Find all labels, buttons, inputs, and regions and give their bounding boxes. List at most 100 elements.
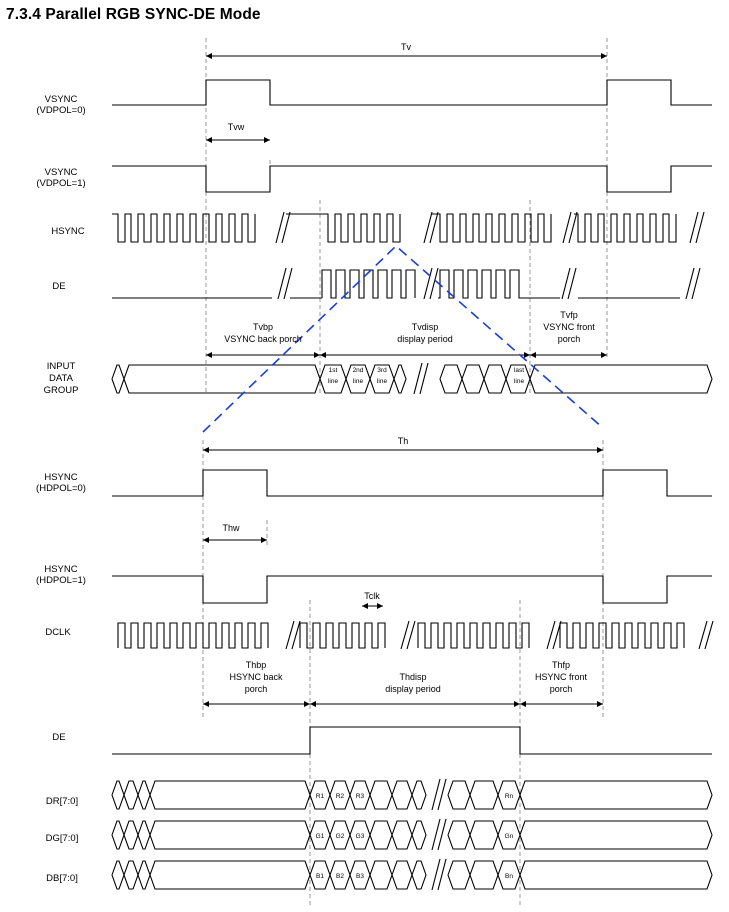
waveform-input-data-group: [123, 364, 321, 394]
timing-label-thfp: porch: [550, 684, 573, 694]
break-dclk-3: [546, 620, 556, 650]
arrow-thfp-head-left: [520, 701, 526, 707]
bus-dr: [137, 780, 151, 810]
break-dclk-4: [698, 620, 708, 650]
signal-label-dg: DG[7:0]: [46, 833, 79, 844]
timing-label-tvbp: Tvbp: [253, 322, 273, 332]
signal-label-db: DB[7:0]: [46, 873, 78, 884]
arrow-tvw-head-right: [264, 137, 270, 143]
waveform-hsync-hdpol1: [112, 575, 712, 604]
timing-label-thdisp: Thdisp: [399, 672, 426, 682]
bus-dr: [123, 780, 139, 810]
waveforms: [111, 79, 714, 891]
bus-db: [519, 860, 713, 890]
signal-label-hsync: HSYNC: [51, 226, 84, 237]
arrow-tclk-head-right: [377, 603, 383, 609]
bus-dr: [447, 780, 471, 810]
arrow-tvbp-head-left: [206, 352, 212, 358]
bus-dr-break: [431, 778, 441, 811]
waveform-input-data-group: [439, 364, 463, 394]
break-dclk-2: [400, 620, 410, 650]
bus-dg-break: [431, 818, 441, 851]
timing-label-tvw: Tvw: [228, 122, 245, 132]
signal-label-input-data-group: DATA: [49, 373, 74, 384]
break-dclk-1: [291, 620, 301, 650]
waveform-input-data-group: [393, 364, 407, 394]
bus-dr-break: [437, 778, 447, 811]
timing-label-thdisp: display period: [385, 684, 441, 694]
signal-label-input-data-group: GROUP: [44, 385, 79, 396]
bus-dr: [411, 780, 427, 810]
arrow-th-head-right: [597, 447, 603, 453]
bus-dr: [111, 780, 125, 810]
timing-label-tvfp: VSYNC front: [543, 322, 595, 332]
waveform-vsync-vdpol0: [112, 79, 712, 106]
bus-dr: [469, 780, 499, 810]
signal-label-hsync-hdpol0: HSYNC: [44, 472, 77, 483]
break-de-v-1: [283, 267, 293, 300]
bus-dg-label-n: Gn: [505, 833, 514, 840]
timing-label-tvdisp: display period: [397, 334, 453, 344]
bus-db-label-3: B3: [356, 873, 364, 880]
timing-arrows: [202, 53, 607, 707]
waveform-input-data-group: [529, 364, 713, 394]
arrow-tv-head-left: [206, 53, 212, 59]
break-de-v-2: [429, 267, 439, 300]
waveform-input-data-group: [111, 364, 125, 394]
break-de-v-3: [561, 267, 571, 300]
break-de-v-1: [277, 267, 287, 300]
break-dclk-4: [704, 620, 714, 650]
bus-dg: [519, 820, 713, 850]
timing-label-thw: Thw: [222, 523, 240, 533]
timing-label-tvbp: VSYNC back porch: [224, 334, 302, 344]
signal-label-input-data-group: INPUT: [47, 361, 76, 372]
bus-dg: [447, 820, 471, 850]
zoom-indicator-lines: [202, 244, 604, 433]
bus-dg: [469, 820, 499, 850]
break-de-v-2: [423, 267, 433, 300]
arrow-thfp-head-right: [597, 701, 603, 707]
line-label-2nd: 2nd: [353, 367, 364, 374]
line-label-3rd: line: [377, 378, 388, 385]
bus-dr: [519, 780, 713, 810]
line-label-last: line: [514, 378, 525, 385]
arrow-thbp-head-left: [203, 701, 209, 707]
bus-dg-label-2: G2: [336, 833, 345, 840]
bus-dg: [123, 820, 139, 850]
arrow-tvdisp-head-right: [524, 352, 530, 358]
bus-db: [137, 860, 151, 890]
signal-label-vsync-vdpol1: VSYNC: [45, 167, 78, 178]
signal-label-de-h: DE: [52, 732, 65, 743]
timing-label-thbp: Thbp: [246, 660, 267, 670]
waveform-de-h: [112, 726, 712, 755]
arrow-tvw-head-left: [206, 137, 212, 143]
arrow-thdisp-head-left: [310, 701, 316, 707]
break-de-v-4: [691, 267, 701, 300]
break-de-v-4: [685, 267, 695, 300]
arrow-tv-head-right: [601, 53, 607, 59]
signal-label-hsync-hdpol1: HSYNC: [44, 564, 77, 575]
break-dclk-3: [552, 620, 562, 650]
break-hsync-v-4: [695, 211, 705, 244]
waveform-vsync-vdpol1: [112, 165, 712, 193]
break-hsync-v-1: [281, 211, 291, 244]
bus-dg-label-1: G1: [316, 833, 325, 840]
arrow-thw-head-right: [261, 537, 267, 543]
bus-db: [447, 860, 471, 890]
signal-label-hsync-hdpol0: (HDPOL=0): [36, 483, 86, 494]
timing-label-tvfp: porch: [558, 334, 581, 344]
reference-lines: [202, 38, 608, 905]
bus-db: [411, 860, 427, 890]
break-hsync-v-4: [689, 211, 699, 244]
bus-dg-label-3: G3: [356, 833, 365, 840]
line-label-3rd: 3rd: [377, 367, 387, 374]
break-dclk-2: [406, 620, 416, 650]
waveform-de-v: [321, 269, 416, 299]
bus-dg: [369, 820, 393, 850]
waveform-dclk: [117, 622, 685, 649]
arrow-tvfp-head-right: [601, 352, 607, 358]
bus-db: [111, 860, 125, 890]
waveform-input-data-group: [461, 364, 485, 394]
break-input-data: [413, 362, 423, 395]
bus-db: [469, 860, 499, 890]
